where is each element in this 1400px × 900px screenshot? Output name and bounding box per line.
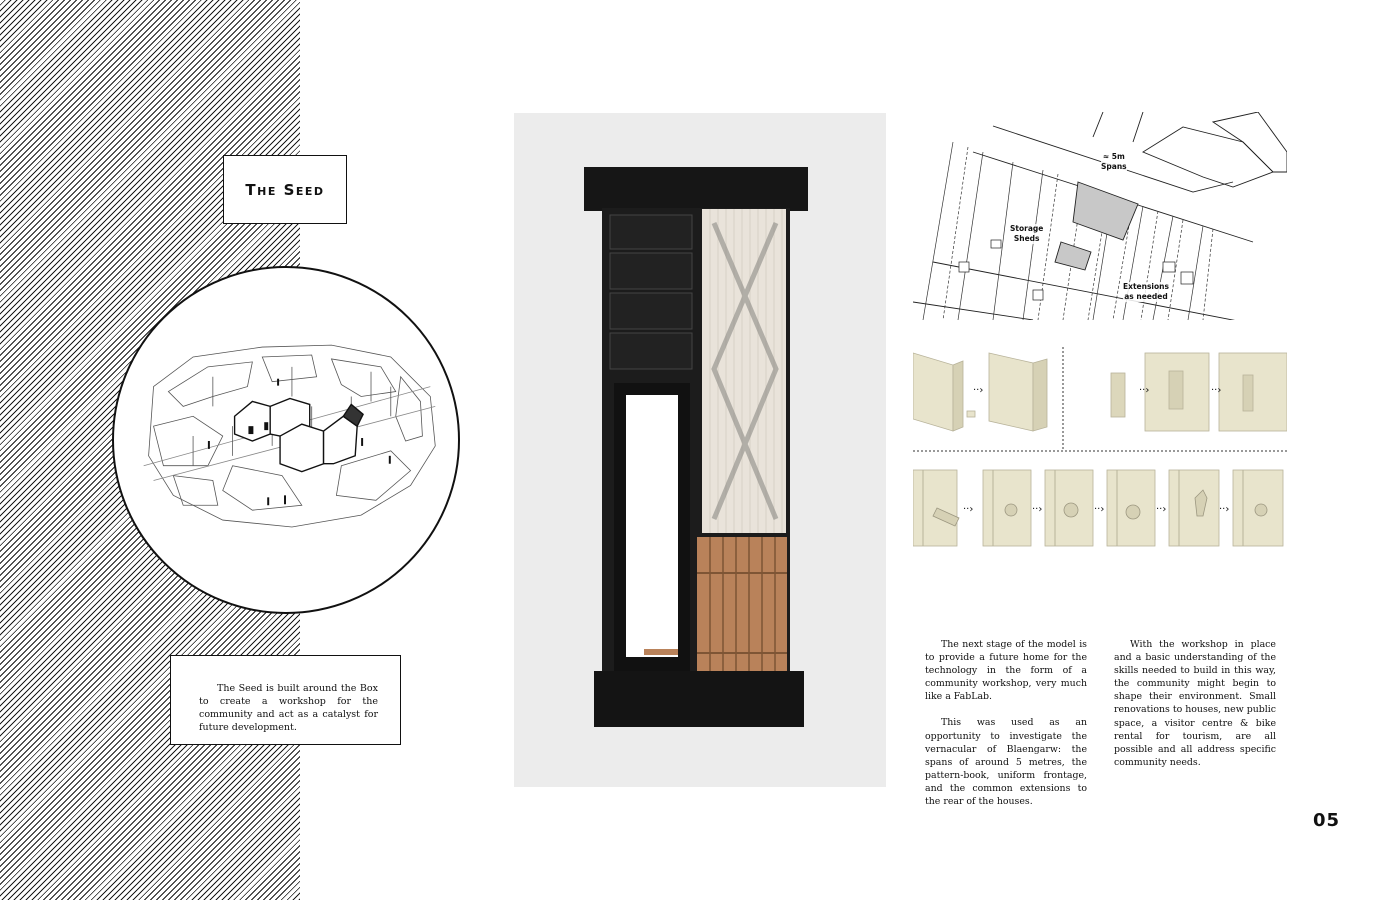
joint-diagram-bottom: ··› ··› ··› ··› ··›	[913, 469, 1284, 547]
svg-text:··›: ··›	[1219, 504, 1229, 515]
svg-text:··›: ··›	[1156, 504, 1166, 515]
paragraph: This was used as an opportunity to inves…	[925, 717, 1087, 808]
model-illustration	[584, 167, 808, 727]
caption-box: The Seed is built around the Box to crea…	[170, 655, 401, 745]
site-plan-drawing	[913, 112, 1287, 320]
model-photo	[514, 113, 886, 787]
svg-text:··›: ··›	[1139, 385, 1149, 396]
svg-text:··›: ··›	[1032, 504, 1042, 515]
label-storage-sheds: Storage Sheds	[1010, 224, 1044, 244]
paragraph: The next stage of the model is to provid…	[925, 639, 1087, 703]
axonometric-drawing	[143, 344, 436, 528]
axonometric-circle	[112, 266, 460, 614]
paragraph: With the workshop in place and a basic u…	[1114, 639, 1276, 768]
svg-text:··›: ··›	[1094, 504, 1104, 515]
label-extensions: Extensions as needed	[1123, 282, 1169, 302]
body-text-column-1: The next stage of the model is to provid…	[925, 638, 1087, 821]
svg-text:··›: ··›	[963, 504, 973, 515]
caption-text: The Seed is built around the Box to crea…	[199, 683, 378, 733]
joint-diagram-top: ··› ··› ··›	[913, 347, 1287, 452]
svg-text:··›: ··›	[1211, 385, 1221, 396]
page-title: The Seed	[245, 180, 325, 199]
title-box: The Seed	[223, 155, 347, 224]
body-text-column-2: With the workshop in place and a basic u…	[1114, 638, 1276, 782]
label-spans: ≈ 5m Spans	[1101, 152, 1127, 172]
svg-text:··›: ··›	[973, 385, 983, 396]
joint-sequence-top: ··› ··› ··›	[913, 345, 1287, 455]
site-plan: ≈ 5m Spans Storage Sheds Extensions as n…	[913, 112, 1287, 320]
joint-sequence-bottom: ··› ··› ··› ··› ··›	[913, 468, 1287, 550]
page-number: 05	[1313, 810, 1341, 831]
